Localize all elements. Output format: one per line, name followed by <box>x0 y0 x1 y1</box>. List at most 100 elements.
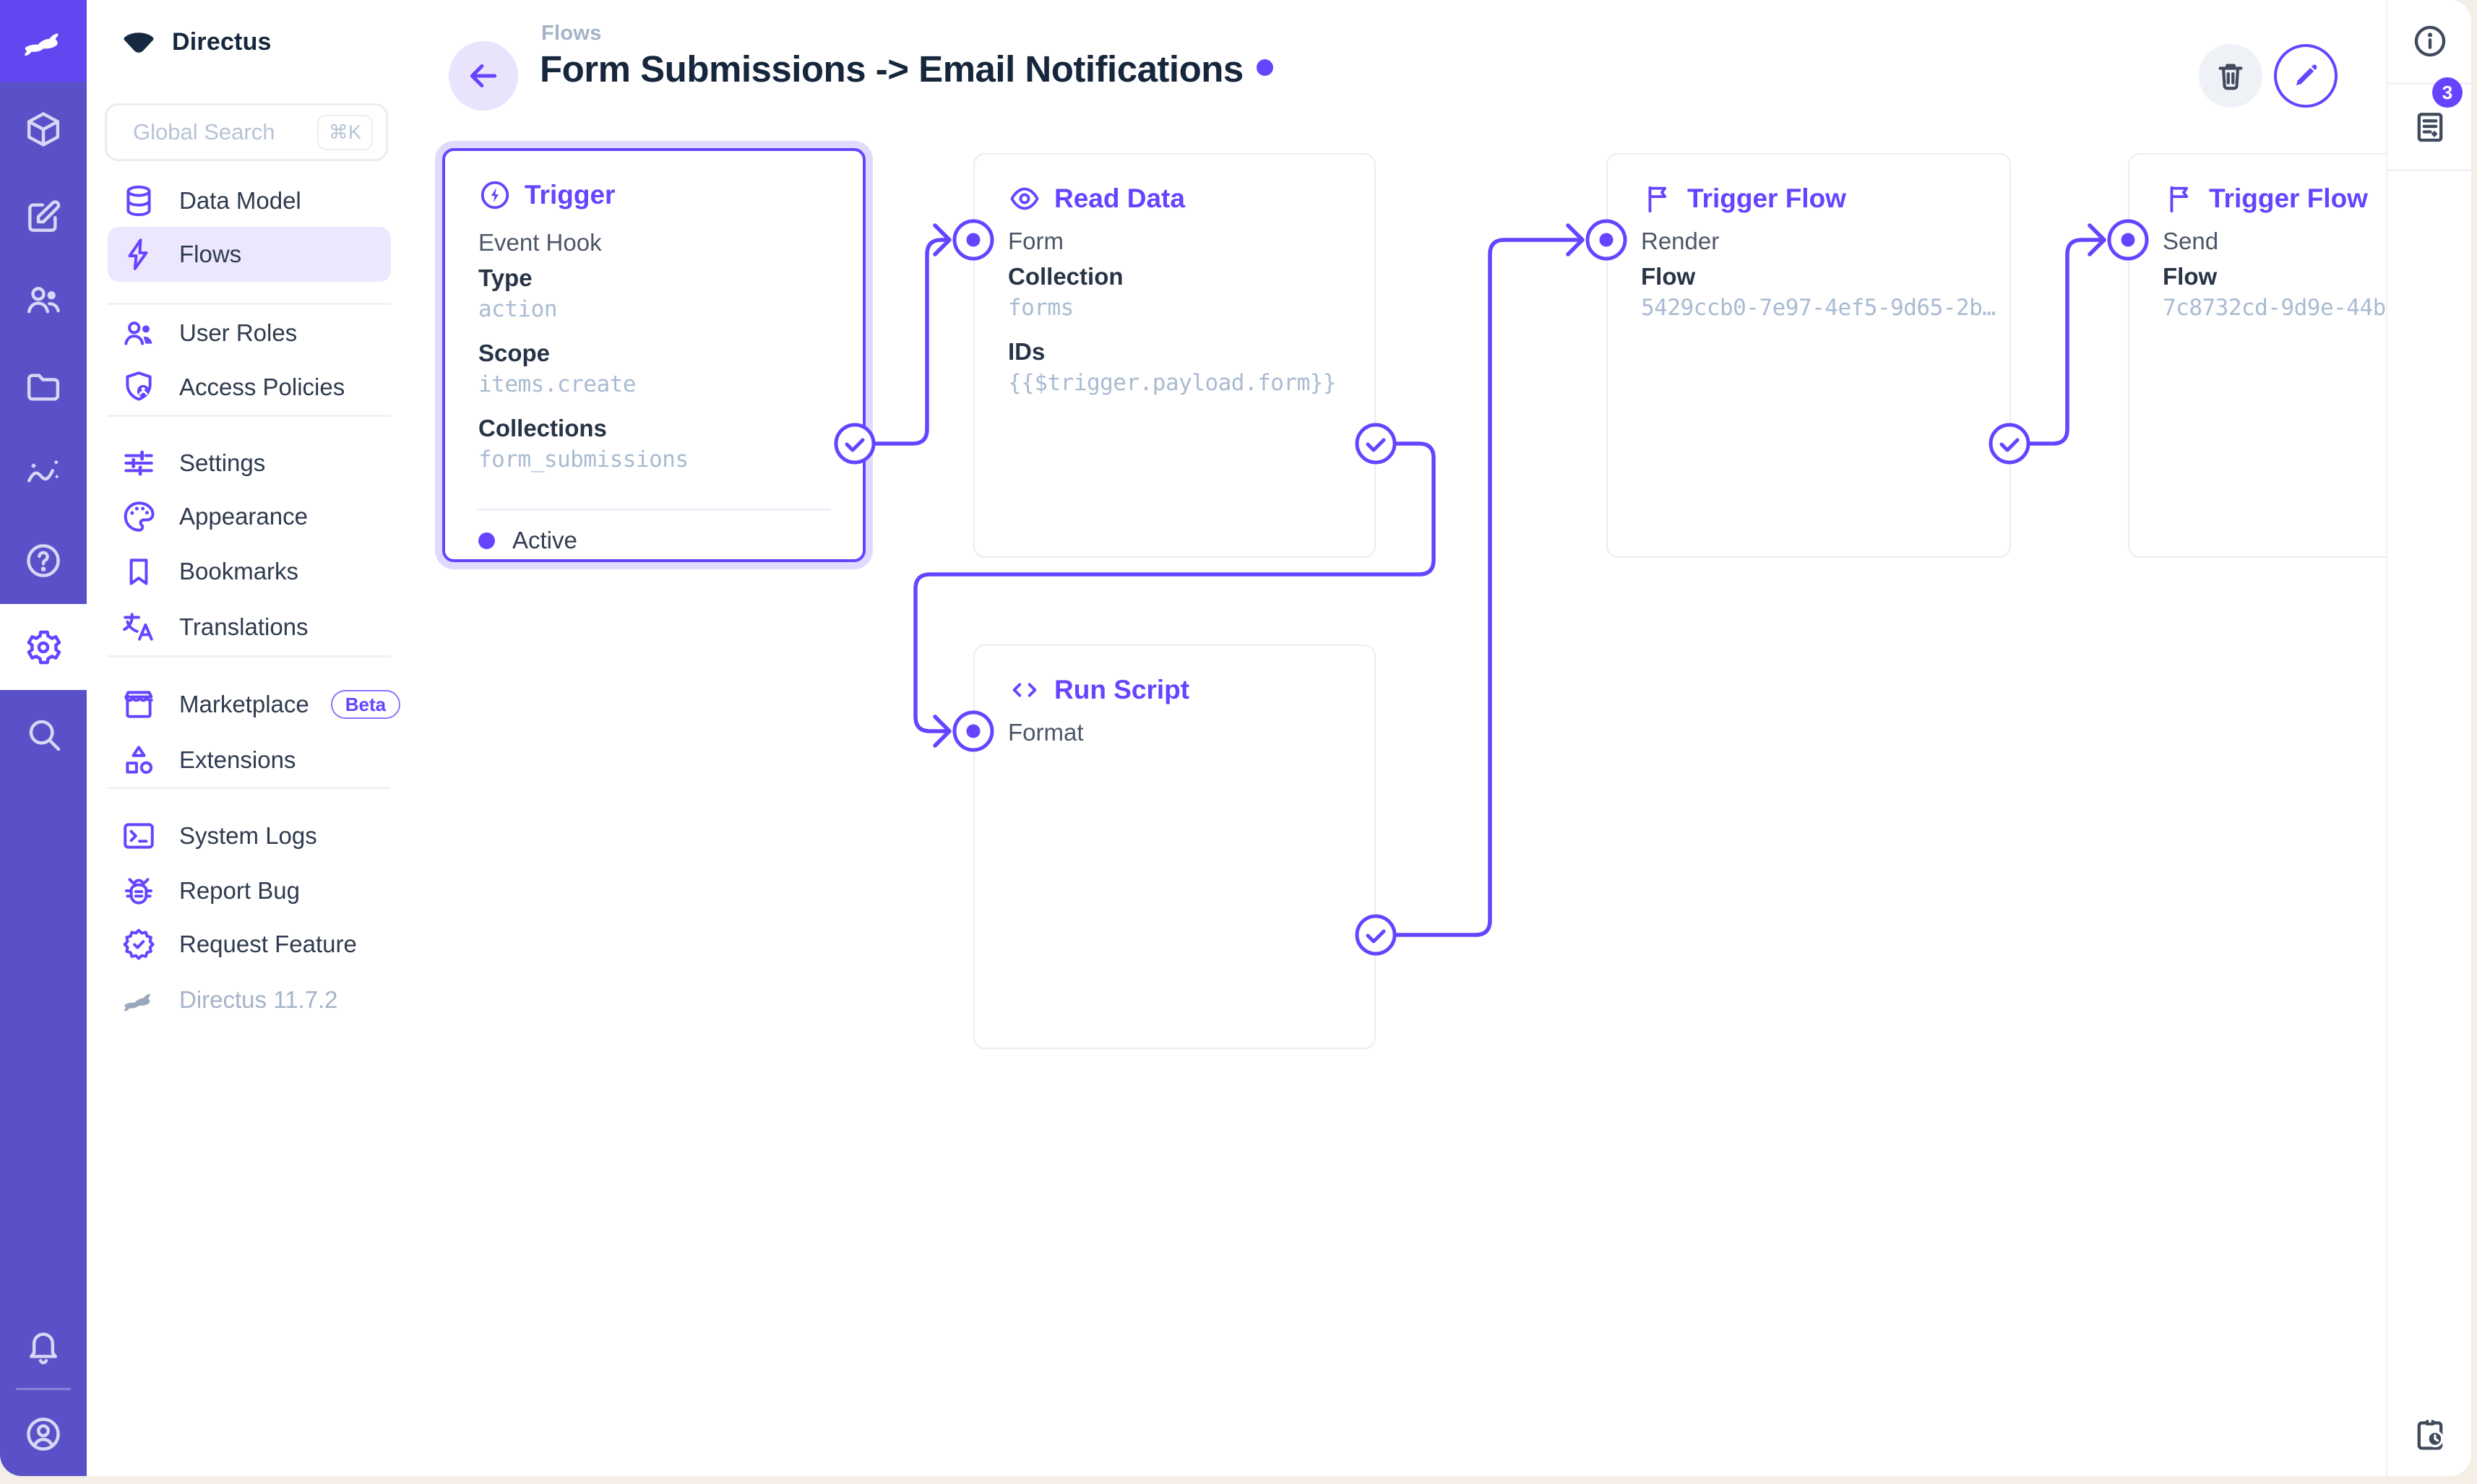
navigation-sidebar: Directus ⌘K Data Model Flows <box>87 0 410 1476</box>
sidebar-item-bookmarks[interactable]: Bookmarks <box>108 544 391 599</box>
sidebar-item-label: Extensions <box>179 746 296 773</box>
directus-logo-button[interactable] <box>0 0 87 82</box>
page-title: Form Submissions -> Email Notifications <box>540 48 1273 90</box>
field-value: 7c8732cd-9d9e-44be <box>2163 295 2386 321</box>
sidebar-item-marketplace[interactable]: Marketplace Beta <box>108 677 401 732</box>
panel-trigger-flow-render[interactable]: Trigger Flow Render Flow 5429ccb0-7e97-4… <box>1606 153 2011 558</box>
panel-read-data[interactable]: Read Data Form Collection forms IDs {{$t… <box>973 153 1376 558</box>
notifications-button[interactable] <box>0 1303 87 1389</box>
tune-icon <box>120 444 158 482</box>
panel-header: Trigger Flow <box>1641 182 1846 215</box>
connection-run-script-to-trigger-flow-render <box>1374 223 1585 937</box>
beta-badge: Beta <box>330 690 401 719</box>
panel-header: Read Data <box>1008 182 1185 215</box>
sidebar-item-settings[interactable]: Settings <box>108 436 391 491</box>
notices-icon <box>2417 113 2443 142</box>
module-editor-button[interactable] <box>0 173 87 260</box>
field-value: form_submissions <box>478 447 689 473</box>
version-label: Directus 11.7.2 <box>179 986 338 1013</box>
user-roles-icon <box>120 314 158 352</box>
field-value: {{$trigger.payload.form}} <box>1008 370 1337 396</box>
project-row[interactable]: Directus <box>87 16 410 68</box>
eye-icon <box>1010 187 1039 210</box>
edit-square-icon <box>28 200 61 232</box>
field-label: Scope <box>478 340 551 366</box>
field-label: IDs <box>1008 338 1046 365</box>
module-content-button[interactable] <box>0 86 87 173</box>
sidebar-divider <box>108 303 391 305</box>
flag-icon <box>2170 186 2189 213</box>
edit-flow-button[interactable] <box>2274 44 2338 108</box>
connection-trigger-to-read-data <box>853 223 952 446</box>
flag-icon <box>1648 186 1667 213</box>
module-search-button[interactable] <box>0 691 87 777</box>
breadcrumb[interactable]: Flows <box>541 22 602 45</box>
module-insights-button[interactable] <box>0 431 87 517</box>
search-shortcut-chip: ⌘K <box>316 114 373 150</box>
module-file-library-button[interactable] <box>0 344 87 431</box>
sidebar-item-version: Directus 11.7.2 <box>108 972 391 1027</box>
sidebar-item-label: Access Policies <box>179 374 345 400</box>
arrow-left-icon <box>470 64 497 88</box>
code-icon <box>1012 683 1037 697</box>
field-label: Collections <box>478 415 607 441</box>
bell-icon <box>29 1332 58 1365</box>
field-value: forms <box>1008 295 1074 321</box>
activity-sidebar-button[interactable] <box>2387 1394 2471 1474</box>
field-value: action <box>478 296 557 322</box>
account-circle-icon <box>27 1418 60 1451</box>
module-help-button[interactable] <box>0 517 87 604</box>
rabbit-version-icon <box>120 981 158 1019</box>
translate-icon <box>120 608 158 646</box>
sidebar-item-label: Marketplace <box>179 691 309 717</box>
panel-title: Trigger Flow <box>2209 184 2368 213</box>
module-user-directory-button[interactable] <box>0 256 87 343</box>
global-search-input[interactable] <box>132 118 317 146</box>
account-button[interactable] <box>0 1391 87 1476</box>
palette-icon <box>120 498 158 535</box>
sidebar-item-translations[interactable]: Translations <box>108 600 391 655</box>
shapes-icon <box>120 741 158 779</box>
sidebar-item-access-policies[interactable]: Access Policies <box>108 360 391 415</box>
panel-title: Read Data <box>1054 184 1185 213</box>
shield-user-icon <box>120 368 158 406</box>
rabbit-logo-icon <box>25 33 59 56</box>
sidebar-item-appearance[interactable]: Appearance <box>108 489 391 544</box>
folder-icon <box>27 374 60 401</box>
back-button[interactable] <box>449 41 518 111</box>
info-icon <box>2414 25 2446 57</box>
sidebar-item-system-logs[interactable]: System Logs <box>108 808 391 863</box>
delete-flow-button[interactable] <box>2199 44 2262 108</box>
status-dot <box>478 532 495 549</box>
seal-check-icon <box>120 926 158 963</box>
panel-trigger[interactable]: Trigger Event Hook Type action Scope ite… <box>442 148 866 562</box>
panel-trigger-flow-send[interactable]: Trigger Flow Send Flow 7c8732cd-9d9e-44b… <box>2128 153 2386 558</box>
flow-canvas[interactable]: Flows Form Submissions -> Email Notifica… <box>410 0 2386 1476</box>
info-sidebar-button[interactable] <box>2387 1 2471 81</box>
node-name: Send <box>2163 228 2219 254</box>
global-search-box[interactable]: ⌘K <box>105 103 388 161</box>
sidebar-item-label: Request Feature <box>179 931 357 957</box>
panel-run-script[interactable]: Run Script Format <box>973 644 1376 1049</box>
panel-header: Trigger <box>478 178 615 212</box>
notices-sidebar-button[interactable]: 3 <box>2387 77 2471 167</box>
storefront-icon <box>120 686 158 723</box>
node-name: Form <box>1008 228 1064 254</box>
cube-icon <box>27 112 60 147</box>
sidebar-item-request-feature[interactable]: Request Feature <box>108 917 391 972</box>
module-bar <box>0 0 87 1476</box>
sidebar-item-flows[interactable]: Flows <box>108 227 391 282</box>
sidebar-item-label: Report Bug <box>179 877 300 904</box>
panel-title: Trigger <box>525 180 616 210</box>
sidebar-item-report-bug[interactable]: Report Bug <box>108 863 391 918</box>
sidebar-item-label: Data Model <box>179 187 301 214</box>
sidebar-item-data-model[interactable]: Data Model <box>108 173 391 228</box>
right-sidebar: 3 <box>2386 0 2471 1476</box>
sidebar-item-extensions[interactable]: Extensions <box>108 733 391 788</box>
module-bar-divider <box>16 1388 71 1390</box>
sidebar-item-user-roles[interactable]: User Roles <box>108 306 391 361</box>
node-name: Format <box>1008 719 1084 746</box>
trash-icon <box>2218 64 2243 90</box>
module-settings-button[interactable] <box>0 604 87 690</box>
gear-icon <box>27 630 61 664</box>
